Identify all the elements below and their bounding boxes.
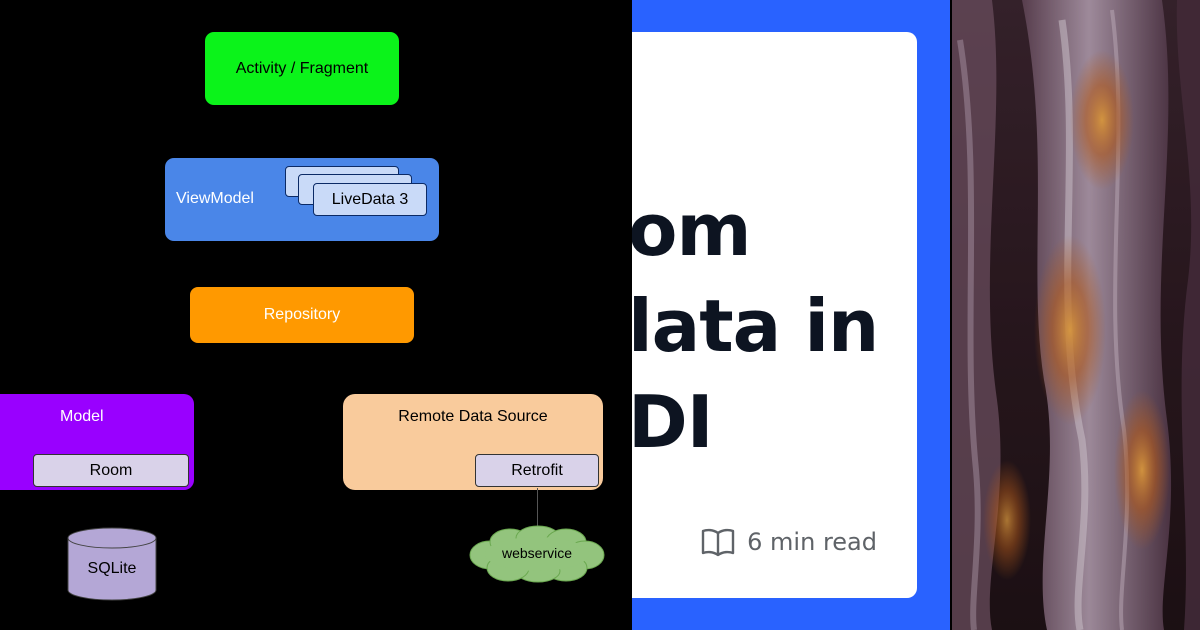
repository-label: Repository — [263, 306, 341, 323]
cloud-icon — [469, 525, 605, 583]
activity-fragment-label: Activity / Fragment — [235, 59, 369, 77]
read-time-meta: 6 min read — [701, 527, 877, 557]
retrofit-label: Retrofit — [511, 461, 563, 479]
abstract-photo-image — [952, 0, 1200, 630]
remote-data-source-label: Remote Data Source — [398, 408, 548, 425]
remote-data-source-box: Remote Data Source Retrofit — [343, 394, 603, 490]
abstract-photo — [952, 0, 1200, 630]
webservice-label: webservice — [501, 545, 573, 561]
repository-box: Repository — [190, 287, 414, 343]
article-card[interactable]: om lata in DI 6 min read — [632, 32, 917, 598]
article-card-panel: om lata in DI 6 min read — [632, 0, 950, 630]
architecture-diagram: Activity / Fragment ViewModel LiveData 3… — [0, 32, 605, 601]
room-box: Room — [33, 454, 189, 487]
book-open-icon — [701, 528, 735, 557]
viewmodel-label: ViewModel — [176, 190, 254, 207]
livedata-box: LiveData 3 — [313, 183, 427, 216]
retrofit-box: Retrofit — [475, 454, 599, 487]
article-title-line: lata in — [632, 284, 879, 368]
viewmodel-box: ViewModel LiveData 3 — [165, 158, 439, 241]
sqlite-label: SQLite — [87, 560, 137, 577]
article-title-line: om — [632, 188, 751, 272]
read-time-label: 6 min read — [747, 528, 877, 556]
database-cylinder-icon — [67, 527, 157, 601]
article-title-line: DI — [632, 380, 714, 464]
room-label: Room — [89, 461, 133, 479]
retrofit-webservice-connector — [537, 488, 538, 532]
model-box: Model Room — [0, 394, 194, 490]
activity-fragment-box: Activity / Fragment — [205, 32, 399, 105]
model-label: Model — [60, 408, 104, 425]
livedata-label: LiveData 3 — [331, 190, 409, 208]
